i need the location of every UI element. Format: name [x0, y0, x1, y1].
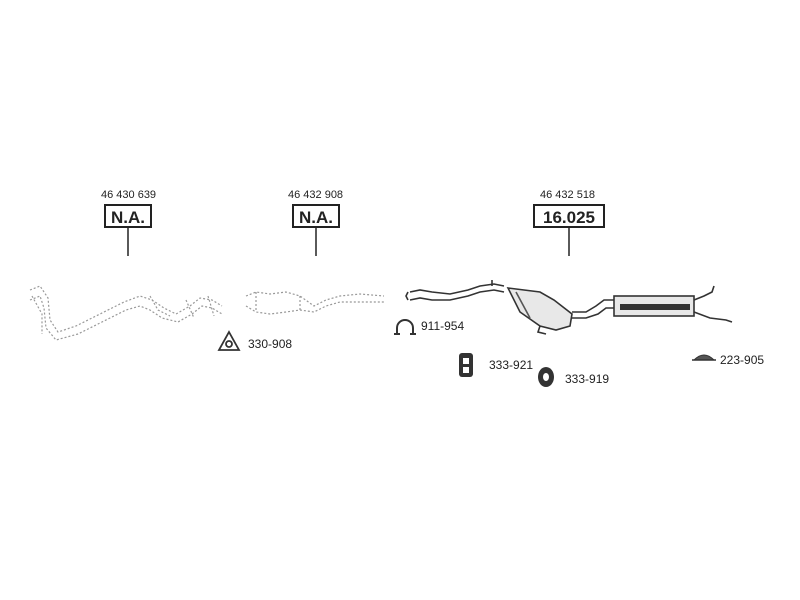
- rubber-ring-icon[interactable]: [538, 367, 554, 387]
- rear-exhaust-system: [405, 280, 733, 335]
- front-pipe-outline: [29, 285, 223, 341]
- part-box-catalyst[interactable]: N.A.: [292, 204, 340, 228]
- catalyst-outline: [245, 291, 385, 315]
- part-label-911-954: 911-954: [421, 319, 465, 333]
- mounting-kit-icon[interactable]: [692, 354, 716, 361]
- part-box-rear-system[interactable]: 16.025: [533, 204, 605, 228]
- part-box-front-pipe[interactable]: N.A.: [104, 204, 152, 228]
- oe-number-rear-system: 46 432 518: [540, 189, 596, 201]
- pipe-clamp-icon[interactable]: [394, 319, 416, 335]
- part-label-333-919: 333-919: [565, 372, 610, 386]
- triangle-gasket-icon[interactable]: [217, 330, 241, 351]
- rubber-mount-icon[interactable]: [459, 353, 473, 377]
- oe-number-catalyst: 46 432 908: [288, 189, 344, 201]
- part-label-223-905: 223-905: [720, 353, 765, 367]
- part-label-330-908: 330-908: [248, 337, 293, 351]
- oe-number-front-pipe: 46 430 639: [101, 189, 157, 201]
- part-label-333-921: 333-921: [489, 358, 534, 372]
